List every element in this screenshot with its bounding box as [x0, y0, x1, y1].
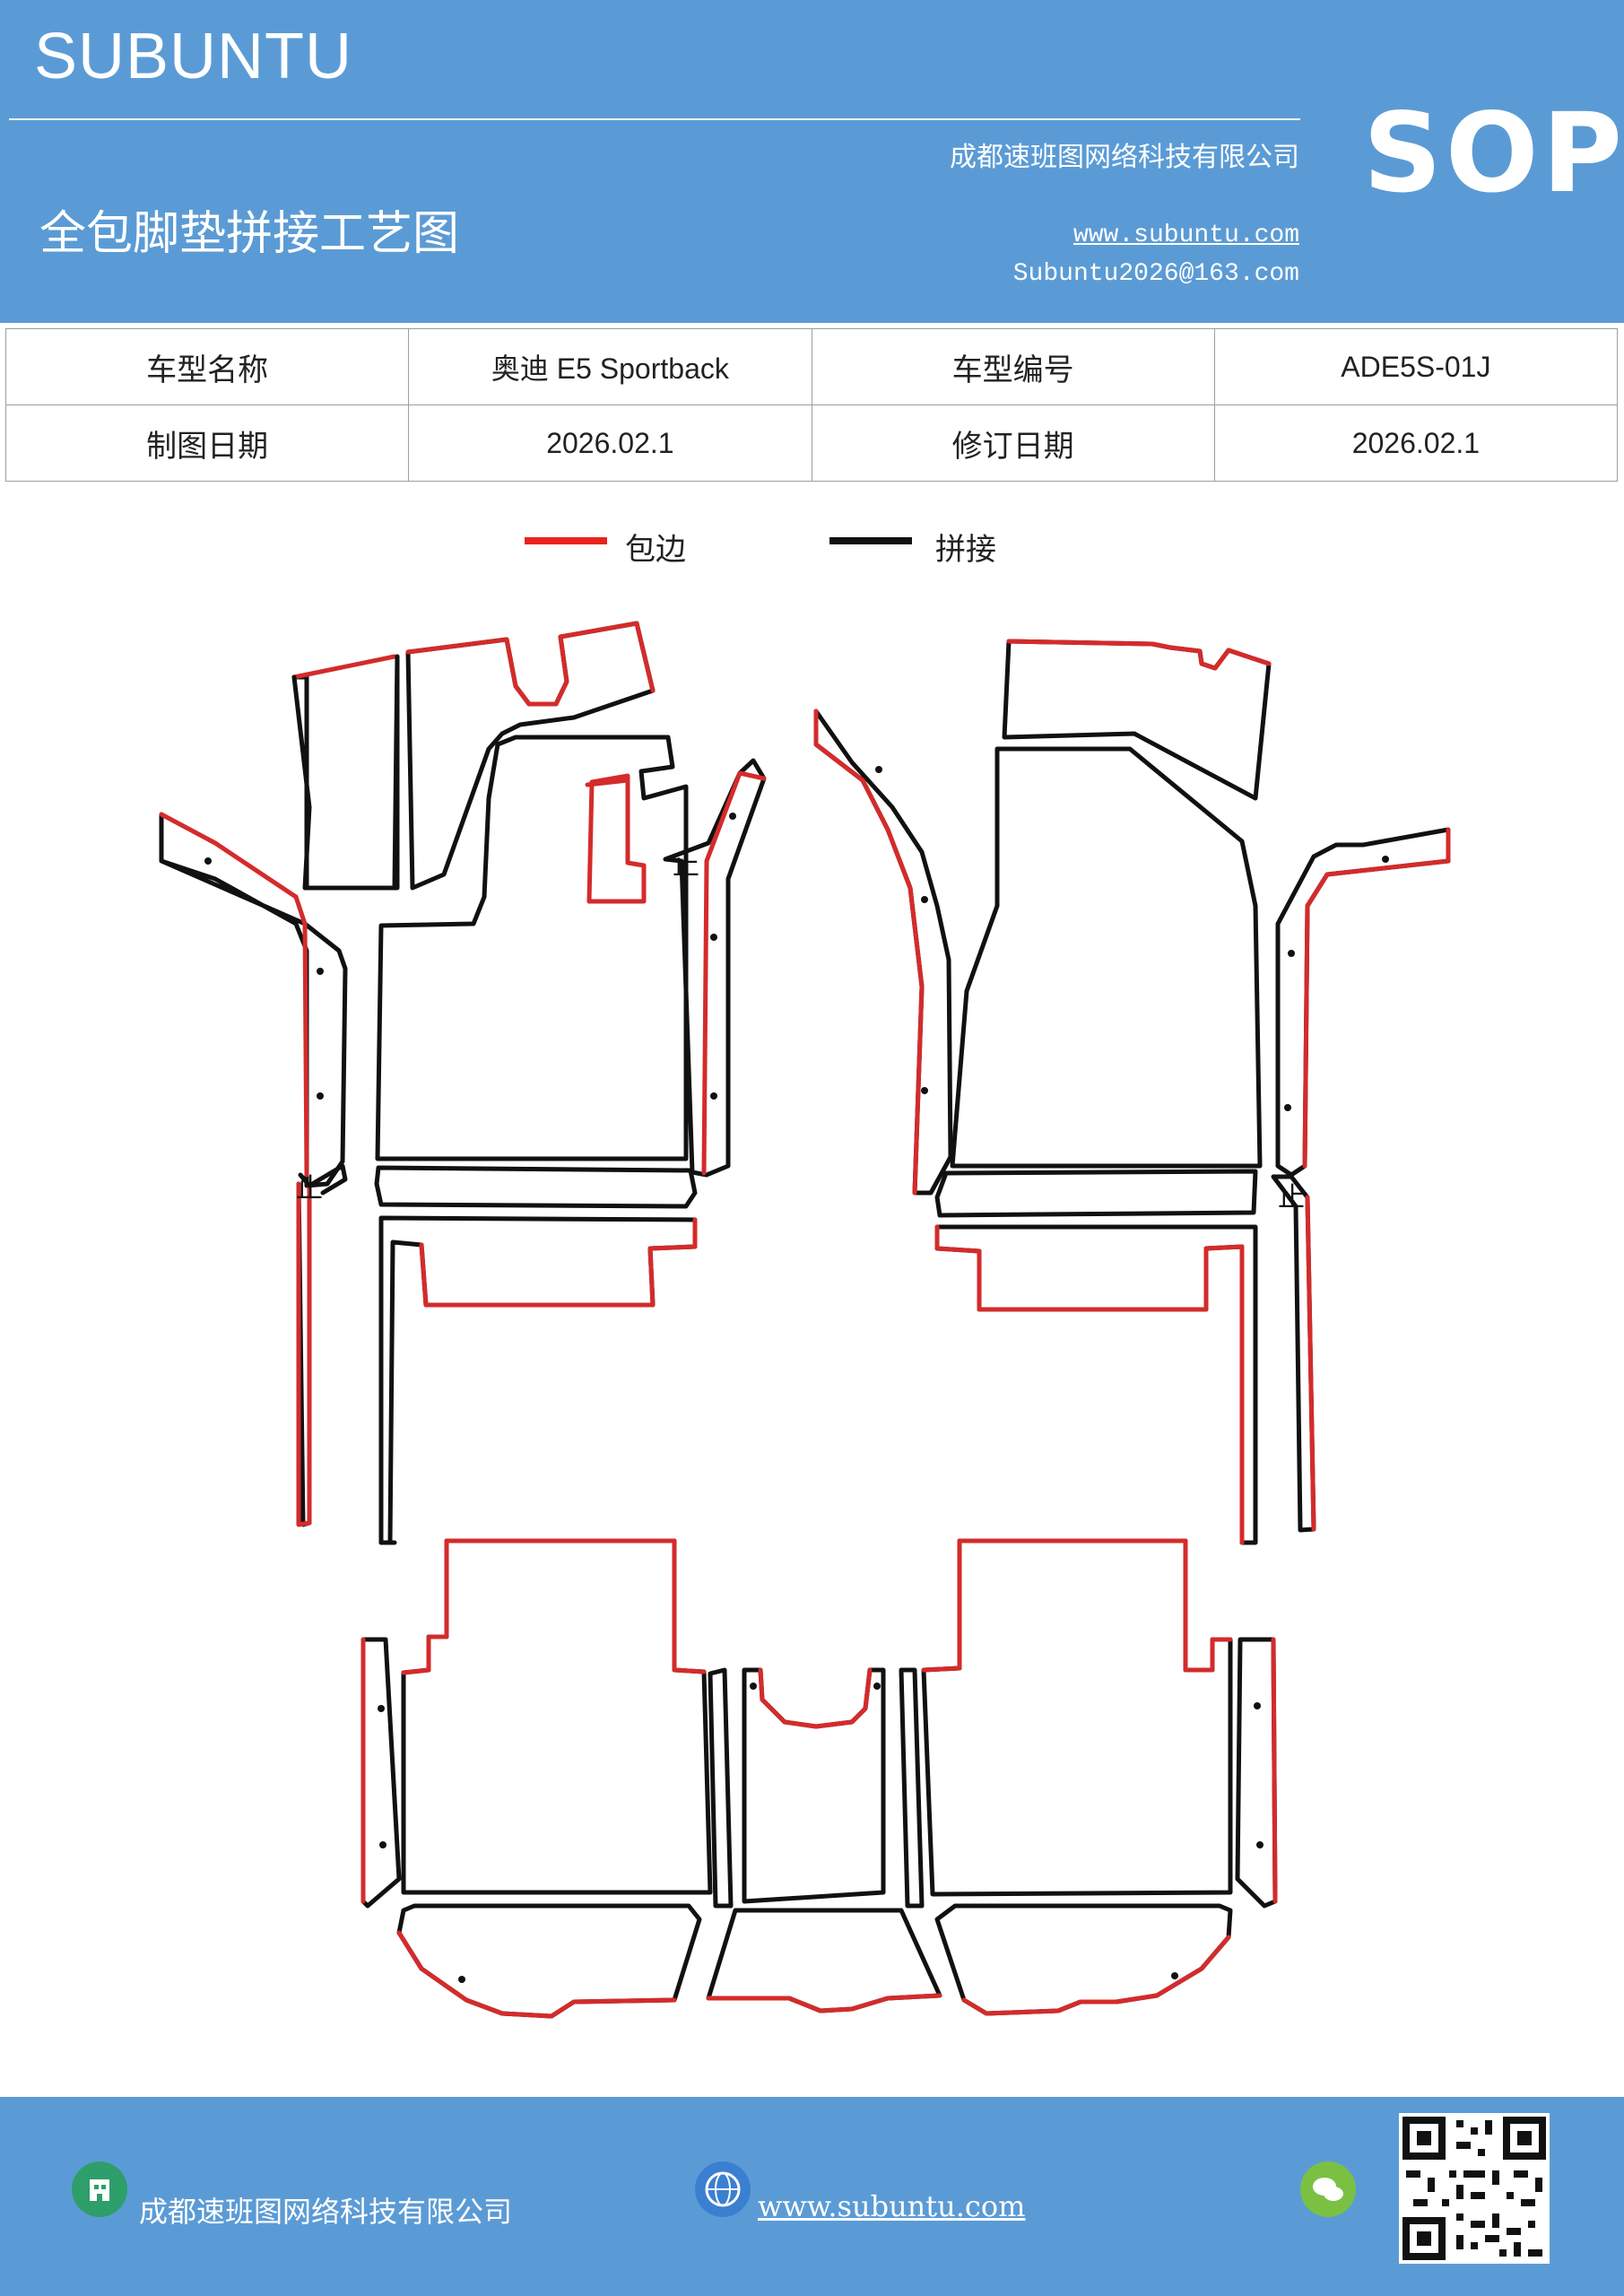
legend-label-seam: 拼接 — [935, 532, 996, 568]
website-link[interactable]: www.subuntu.com — [1073, 222, 1299, 249]
vehicle-info-table: 车型名称 奥迪 E5 Sportback 车型编号 ADE5S-01J 制图日期… — [4, 328, 1619, 482]
wechat-icon — [1300, 2161, 1356, 2217]
mat-piece-fr-top — [1002, 639, 1272, 801]
value-draw-date: 2026.02.1 — [408, 404, 812, 482]
footer-banner: 成都速班图网络科技有限公司 www.subuntu.com — [0, 2097, 1624, 2296]
mat-piece-fl-right-strip — [663, 758, 767, 1178]
mat-piece-rear-lower-right — [934, 1903, 1233, 2016]
mat-piece-fr-main — [950, 746, 1263, 1169]
mat-piece-fl-flap — [586, 773, 647, 904]
legend-swatch-black — [829, 537, 912, 544]
legend-label-edge: 包边 — [625, 532, 686, 568]
label-draw-date: 制图日期 — [4, 404, 410, 482]
header-banner: SUBUNTU SOP 成都速班图网络科技有限公司 全包脚垫拼接工艺图 www.… — [0, 0, 1624, 323]
stop-mark-1: 止 — [673, 850, 699, 882]
qr-code-icon — [1399, 2113, 1550, 2264]
label-model-code: 车型编号 — [811, 328, 1215, 405]
mat-piece-fr-left-strip — [813, 709, 953, 1196]
mat-piece-fr-crossbar-1 — [934, 1169, 1258, 1218]
building-icon — [72, 2161, 127, 2217]
stop-mark-2: 止 — [296, 1173, 323, 1205]
header-divider — [9, 118, 1300, 120]
doc-code: SOP — [1363, 90, 1624, 217]
footer-company-name: 成都速班图网络科技有限公司 — [139, 2195, 513, 2229]
value-model-name: 奥迪 E5 Sportback — [408, 328, 812, 405]
mat-piece-fl-main — [375, 735, 689, 1161]
stop-mark-3: 止 — [1278, 1182, 1305, 1213]
globe-icon — [695, 2161, 751, 2217]
mat-piece-rear-left-side — [360, 1637, 402, 1909]
mat-piece-fl-crossbar-1 — [374, 1165, 698, 1209]
brand-logo-text: SUBUNTU — [34, 21, 353, 92]
footer-website-link[interactable]: www.subuntu.com — [758, 2189, 1026, 2223]
mat-piece-rear-left — [401, 1538, 713, 1895]
mat-piece-fl-top-b — [405, 621, 656, 891]
mat-piece-rear-right-side — [1235, 1637, 1278, 1909]
company-name: 成都速班图网络科技有限公司 — [950, 142, 1299, 173]
label-model-name: 车型名称 — [4, 328, 410, 405]
legend-swatch-red — [525, 537, 607, 544]
table-row: 制图日期 2026.02.1 修订日期 2026.02.1 — [4, 404, 1619, 482]
email-address: Subuntu2026@163.com — [1012, 260, 1299, 288]
label-revise-date: 修订日期 — [811, 404, 1215, 482]
value-revise-date: 2026.02.1 — [1213, 404, 1619, 482]
mat-piece-fl-top-strip — [291, 654, 397, 680]
mat-piece-fl-crossbar-2 — [378, 1215, 698, 1545]
page-title: 全包脚垫拼接工艺图 — [39, 207, 460, 261]
table-row: 车型名称 奥迪 E5 Sportback 车型编号 ADE5S-01J — [4, 328, 1619, 405]
value-model-code: ADE5S-01J — [1213, 328, 1619, 405]
